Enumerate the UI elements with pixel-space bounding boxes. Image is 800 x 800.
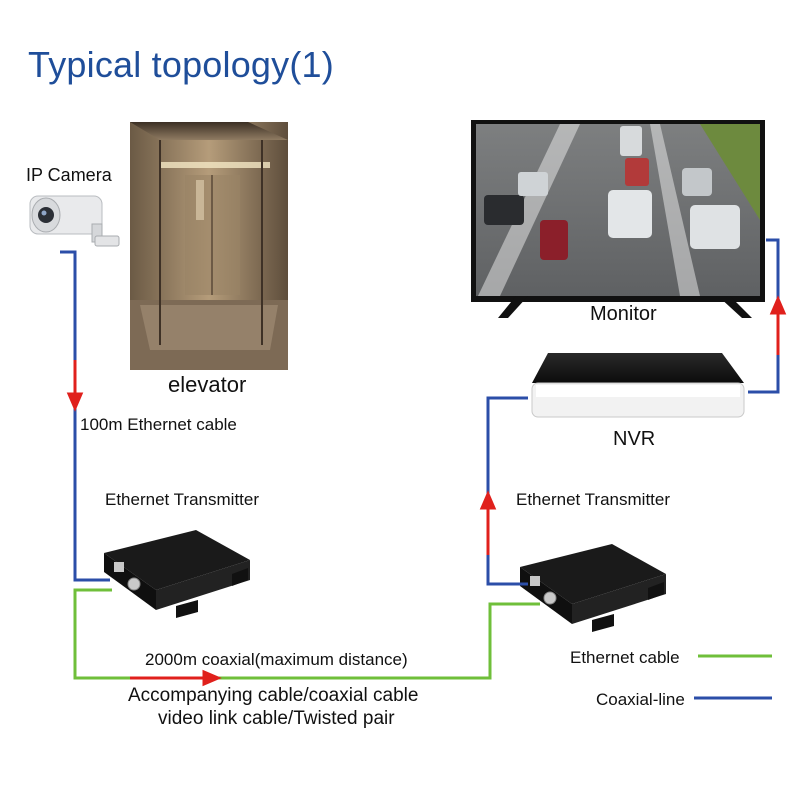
transmitter-right-device bbox=[520, 544, 666, 632]
transmitter-left-label: Ethernet Transmitter bbox=[105, 490, 260, 509]
ip-camera-icon bbox=[29, 195, 120, 247]
elevator-label: elevator bbox=[168, 372, 247, 397]
nvr-device-icon bbox=[531, 353, 745, 418]
accompanying-cable-label-2: video link cable/Twisted pair bbox=[158, 708, 395, 729]
ethernet-100m-label: 100m Ethernet cable bbox=[80, 415, 237, 434]
monitor-label: Monitor bbox=[590, 303, 657, 325]
legend-coaxial-label: Coaxial-line bbox=[596, 690, 685, 709]
accompanying-cable-label-1: Accompanying cable/coaxial cable bbox=[128, 685, 419, 706]
page-title: Typical topology(1) bbox=[28, 44, 334, 85]
ethernet-cable-green bbox=[73, 588, 540, 680]
transmitter-left-device bbox=[104, 530, 250, 618]
signal-direction-arrows bbox=[66, 295, 787, 687]
coaxial-distance-label: 2000m coaxial(maximum distance) bbox=[145, 650, 408, 669]
legend-ethernet-label: Ethernet cable bbox=[570, 648, 680, 667]
transmitter-right-label: Ethernet Transmitter bbox=[516, 490, 671, 509]
elevator-image bbox=[130, 122, 288, 370]
nvr-label: NVR bbox=[613, 428, 656, 450]
ip-camera-label: IP Camera bbox=[26, 165, 112, 185]
monitor-icon bbox=[471, 120, 765, 318]
